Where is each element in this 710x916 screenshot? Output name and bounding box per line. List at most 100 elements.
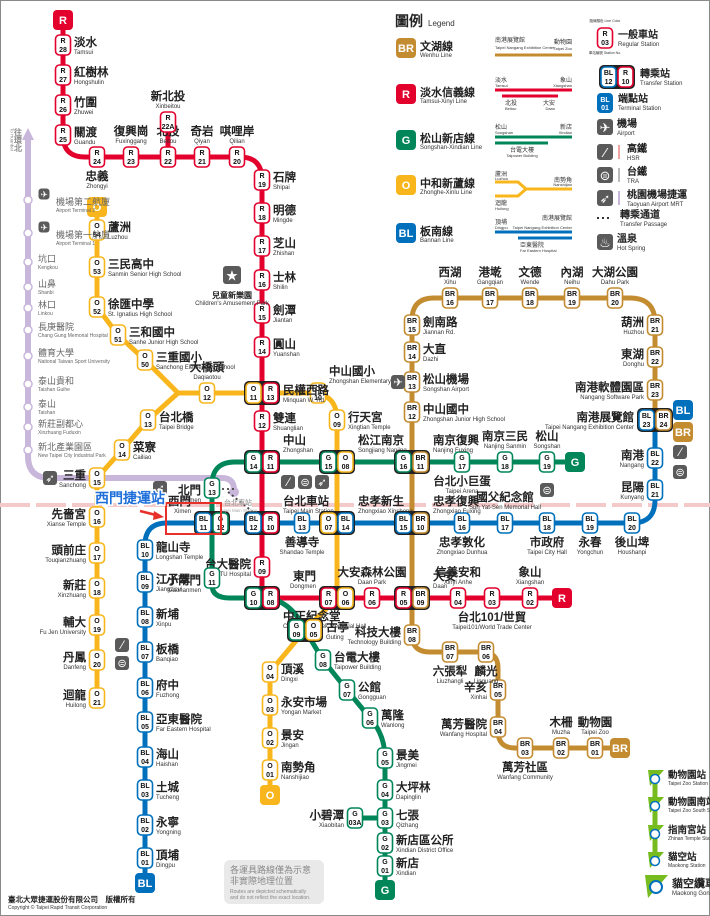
airport-mrt-station[interactable] [23, 445, 33, 455]
airport-mrt-station[interactable] [23, 422, 33, 432]
station-badge-r13[interactable]: R13 [262, 382, 279, 404]
station-badge-o20[interactable]: O20 [88, 649, 106, 671]
station-badge-o08[interactable]: O08 [337, 451, 354, 473]
station-badge-g01[interactable]: G01 [376, 855, 394, 877]
station-badge-r14[interactable]: R14 [253, 336, 271, 358]
airport-mrt-station[interactable] [23, 195, 33, 205]
station-badge-r20[interactable]: R20 [228, 146, 246, 168]
station-badge-r26[interactable]: R26 [54, 94, 72, 116]
station-badge-o51[interactable]: O51 [109, 324, 127, 346]
station-badge-o09[interactable]: O09 [328, 409, 346, 431]
station-badge-g09[interactable]: G09 [288, 619, 305, 641]
station-badge-r02[interactable]: R02 [521, 587, 539, 609]
station-badge-o14[interactable]: O14 [113, 439, 131, 461]
station-badge-r25[interactable]: R25 [54, 124, 72, 146]
station-badge-r18[interactable]: R18 [253, 202, 271, 224]
station-badge-r04[interactable]: R04 [449, 587, 467, 609]
station-badge-g13[interactable]: G13 [203, 477, 221, 499]
station-badge-r23[interactable]: R23 [122, 146, 140, 168]
station-badge-g08[interactable]: G08 [314, 649, 332, 671]
station-badge-g14[interactable]: G14 [245, 451, 262, 473]
station-badge-r11[interactable]: R11 [262, 451, 279, 473]
station-badge-r28[interactable]: R28 [54, 34, 72, 56]
station-badge-o10[interactable]: O10 [309, 382, 327, 404]
gondola-station[interactable] [648, 852, 664, 868]
station-badge-o11[interactable]: O11 [245, 382, 262, 404]
station-badge-o03[interactable]: O03 [261, 694, 279, 716]
station-badge-g07[interactable]: G07 [338, 679, 356, 701]
station-badge-o13[interactable]: O13 [139, 409, 157, 431]
station-badge-r05[interactable]: R05 [395, 587, 412, 609]
airport-mrt-station[interactable] [23, 325, 33, 335]
station-badge-o18[interactable]: O18 [88, 577, 106, 599]
station-badge-o06[interactable]: O06 [337, 587, 354, 609]
station-badge-o19[interactable]: O19 [88, 614, 106, 636]
station-badge-g19[interactable]: G19 [538, 451, 556, 473]
station-badge-o53[interactable]: O53 [88, 256, 106, 278]
airport-mrt-station[interactable] [23, 303, 33, 313]
station-badge-o04[interactable]: O04 [261, 661, 279, 683]
airport-mrt-station[interactable] [23, 257, 33, 267]
station-badge-r21[interactable]: R21 [193, 146, 211, 168]
station-badge-o50[interactable]: O50 [136, 349, 154, 371]
airport-mrt-station[interactable] [23, 351, 33, 361]
station-badge-o16[interactable]: O16 [88, 506, 106, 528]
station-badge-r19[interactable]: R19 [253, 169, 271, 191]
station-badge-o12[interactable]: O12 [198, 382, 216, 404]
airport-mrt-station[interactable] [23, 379, 33, 389]
station-badge-r08[interactable]: R08 [262, 587, 279, 609]
airport-mrt-station[interactable] [23, 402, 33, 412]
station-badge-g18[interactable]: G18 [496, 451, 514, 473]
station-badge-o01[interactable]: O01 [261, 759, 279, 781]
station-badge-r03[interactable]: R03 [483, 587, 501, 609]
airport-mrt-station[interactable] [23, 282, 33, 292]
station-badge-o52[interactable]: O52 [88, 296, 106, 318]
station-badge-g04[interactable]: G04 [376, 779, 394, 801]
station-badge-r16[interactable]: R16 [253, 269, 271, 291]
